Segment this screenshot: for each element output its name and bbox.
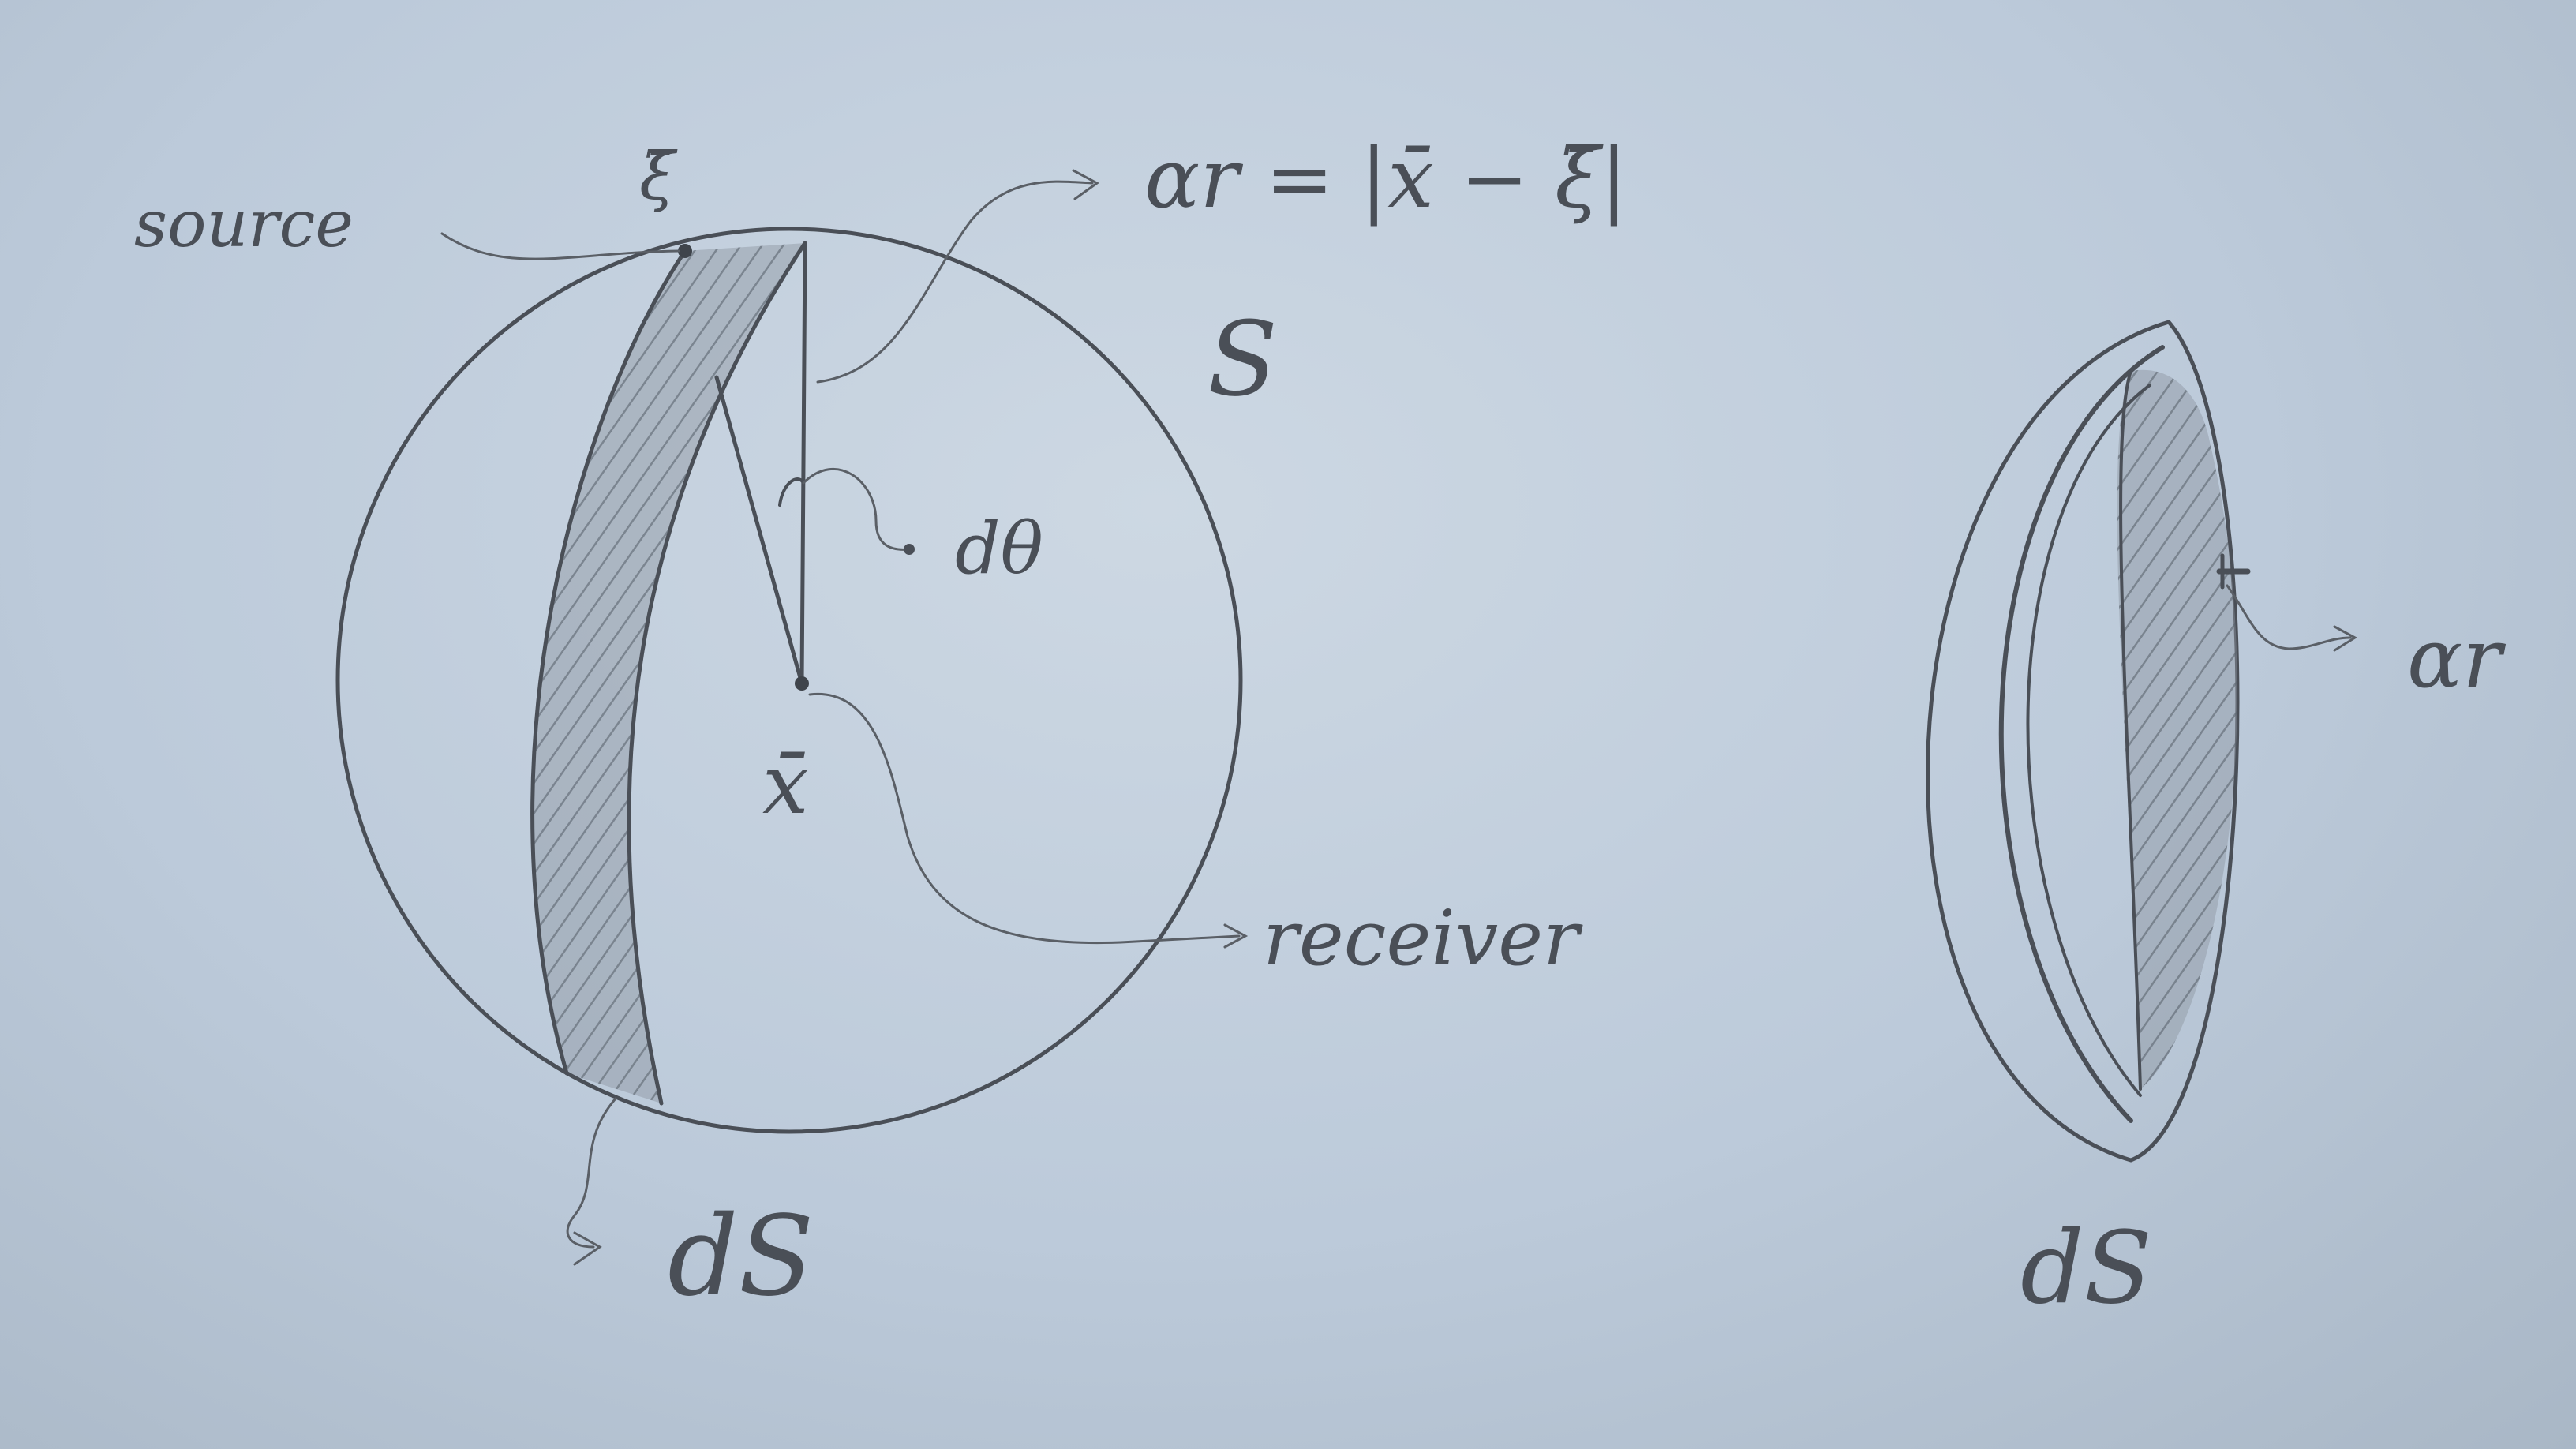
source-label: source <box>134 187 354 262</box>
lune-band <box>532 243 805 1103</box>
dtheta-label: dθ <box>955 507 1043 590</box>
sphere-figure <box>335 169 1249 1266</box>
dtheta-leader-dot <box>904 544 915 555</box>
radius-leader <box>816 180 1094 384</box>
alpha-r-label: αr <box>2407 610 2506 706</box>
slice-face-edge <box>2119 369 2142 1091</box>
slice-outer-rim <box>1926 320 2240 1163</box>
sphere-label: S <box>1208 299 1278 419</box>
alpha-r-leader-arrow <box>2333 625 2358 652</box>
receiver-leader <box>808 692 1241 945</box>
alpha-r-leader <box>2226 584 2352 650</box>
ds-left-leader-arrow <box>573 1231 602 1266</box>
slice-inner-lens <box>1998 345 2165 1123</box>
sphere-outline <box>335 227 1243 1134</box>
radius-leader-arrow <box>1072 169 1099 200</box>
dtheta-leader <box>802 467 911 551</box>
slice-shaded-face <box>2117 369 2237 1089</box>
receiver-label: receiver <box>1263 894 1583 983</box>
lune-slice-figure <box>1926 320 2358 1163</box>
ds-right-label: dS <box>2020 1210 2152 1326</box>
radius-slanted <box>714 375 804 686</box>
lune-left-edge <box>530 249 687 1076</box>
receiver-leader-arrow <box>1223 923 1249 949</box>
dtheta-arc <box>778 477 805 507</box>
lune-right-edge <box>627 241 807 1106</box>
radius-vertical <box>799 242 807 686</box>
xi-label: ξ̄ <box>639 140 678 215</box>
center-label: x̄ <box>762 736 809 833</box>
ds-left-leader <box>566 1097 617 1249</box>
ds-left-label: dS <box>668 1193 814 1321</box>
slice-inner-lens-2 <box>2026 384 2151 1097</box>
center-point <box>795 676 809 691</box>
source-point <box>678 244 692 258</box>
radius-equation-label: αr = |x̄ − ξ̄| <box>1144 130 1627 227</box>
source-leader <box>440 232 680 260</box>
